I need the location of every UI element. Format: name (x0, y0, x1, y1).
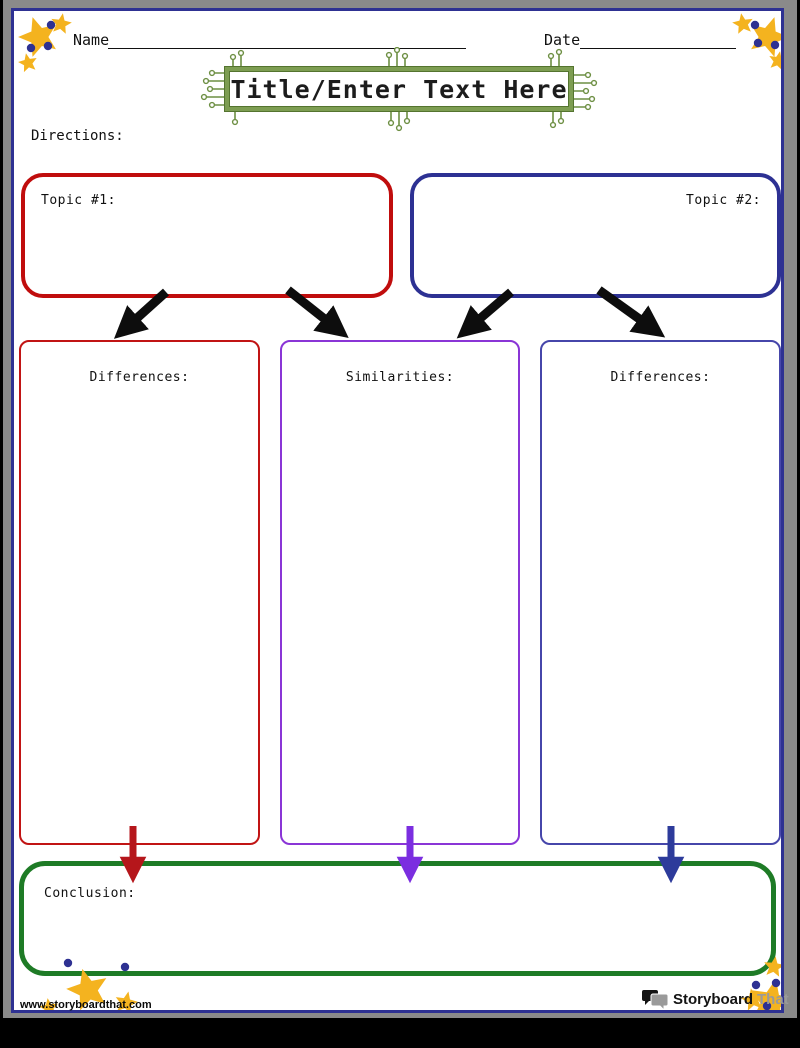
logo-text-secondary: That (757, 991, 789, 1008)
circuit-decoration (200, 47, 598, 132)
differences-left-column[interactable]: Differences: (19, 340, 260, 845)
name-label: Name (73, 31, 110, 49)
differences-right-column[interactable]: Differences: (540, 340, 781, 845)
title-text: Title/Enter Text Here (230, 74, 568, 104)
topic1-label: Topic #1: (41, 193, 116, 208)
topic1-box[interactable]: Topic #1: (21, 173, 393, 298)
title-input[interactable]: Title/Enter Text Here (224, 66, 574, 112)
similarities-column[interactable]: Similarities: (280, 340, 520, 845)
date-label: Date (544, 31, 581, 49)
speech-bubbles-icon (642, 990, 669, 1010)
stars-top-left (13, 11, 74, 73)
stars-top-right (730, 11, 781, 71)
differences-right-label: Differences: (610, 370, 711, 385)
page-content: Name Date Title/Enter Text Here Directio… (13, 11, 789, 1011)
footer-url: www.storyboardthat.com (20, 999, 152, 1011)
worksheet-page: Name Date Title/Enter Text Here Directio… (11, 8, 789, 1013)
topic2-label: Topic #2: (686, 193, 761, 208)
topic2-box[interactable]: Topic #2: (410, 173, 781, 298)
name-input-line[interactable] (108, 33, 466, 49)
directions-label: Directions: (31, 128, 124, 144)
date-input-line[interactable] (580, 33, 736, 49)
conclusion-box[interactable]: Conclusion: (19, 861, 776, 976)
viewport-frame: Name Date Title/Enter Text Here Directio… (3, 0, 797, 1018)
conclusion-label: Conclusion: (44, 886, 136, 901)
differences-left-label: Differences: (89, 370, 190, 385)
similarities-label: Similarities: (345, 370, 455, 385)
logo-text-primary: Storyboard (673, 991, 754, 1008)
